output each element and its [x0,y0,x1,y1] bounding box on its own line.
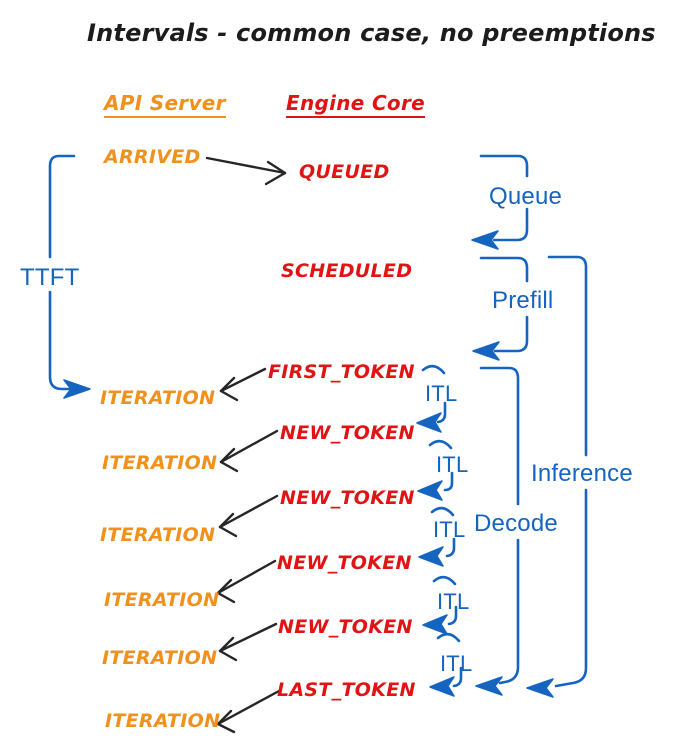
event-last-token: LAST_TOKEN [277,679,416,701]
itl-arrowhead-icon [418,546,444,567]
event-iteration-2: ITERATION [102,452,218,474]
api-server-column-header: API Server [104,91,226,118]
interval-inference-label: Inference [531,460,633,487]
event-iteration-5: ITERATION [102,647,218,669]
new-token-to-iteration-arrow-2 [218,494,279,538]
prefill-arrowhead-icon [472,341,500,361]
interval-itl-label-3: ITL [433,517,466,542]
queue-arrowhead-icon [471,230,499,250]
event-iteration-4: ITERATION [104,589,220,611]
inference-arrowhead-icon [526,678,554,698]
event-new-token-3: NEW_TOKEN [277,552,412,574]
new-token-to-iteration-arrow-1 [219,429,279,473]
new-token-to-iteration-arrow-3 [216,559,277,604]
interval-prefill-label: Prefill [492,287,554,314]
arrived-to-queued-arrow [205,156,287,186]
interval-itl-label-4: ITL [437,589,470,614]
ttft-arrowhead-icon [63,379,91,399]
decode-arrowhead-icon [475,676,503,696]
itl-arrowhead-icon [429,676,455,697]
event-new-token-4: NEW_TOKEN [278,616,413,638]
itl-arrowhead-icon [422,614,448,635]
interval-itl-label-1: ITL [425,381,458,406]
event-queued: QUEUED [299,161,390,183]
event-iteration-1: ITERATION [100,387,216,409]
interval-itl-label-5: ITL [440,651,473,676]
interval-itl-label-2: ITL [436,452,469,477]
event-arrived: ARRIVED [104,146,201,168]
event-scheduled: SCHEDULED [281,260,413,282]
event-first-token: FIRST_TOKEN [268,361,415,383]
interval-ttft-label: TTFT [20,264,80,291]
itl-arrowhead-icon [417,480,443,501]
interval-decode-label: Decode [474,510,558,537]
itl-arrowhead-icon [416,412,442,433]
first-token-to-iteration-arrow [219,367,267,402]
interval-queue-label: Queue [489,183,563,210]
last-token-to-iteration-arrow [216,689,281,734]
engine-core-column-header: Engine Core [286,91,425,118]
event-iteration-6: ITERATION [105,710,221,732]
event-iteration-3: ITERATION [100,524,216,546]
new-token-to-iteration-arrow-4 [218,622,278,662]
event-new-token-2: NEW_TOKEN [280,487,415,509]
diagram-title: Intervals - common case, no preemptions [87,19,656,47]
event-new-token-1: NEW_TOKEN [280,422,415,444]
